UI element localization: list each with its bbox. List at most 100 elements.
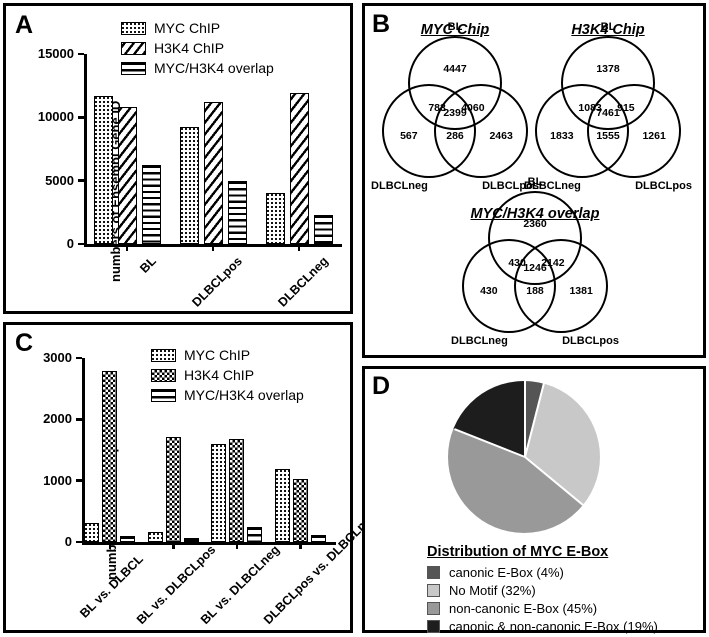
legend-swatch-icon [121,41,146,55]
pie-legend: Distribution of MYC E-Box canonic E-Box … [427,544,658,637]
venn-value-center: 7461 [596,107,620,120]
panel-a-label: A [15,11,34,39]
venn-value-left-right: 286 [446,129,464,142]
x-axis [82,542,336,545]
venn-circle-right [514,239,609,334]
bar-myc-chip-1 [179,126,199,244]
venn-value-right-only: 2463 [489,129,513,142]
venn-value-top-only: 4447 [443,63,467,76]
legend-swatch-icon [121,21,146,35]
bar-myc-chip-0 [93,95,113,244]
x-tick-label: DLBCLpos vs. DLBCLneg [261,508,380,627]
legend-item: H3K4 ChIP [121,40,274,56]
pie-legend-swatch-icon [427,584,440,597]
venn-label-top: BL [600,21,616,34]
y-tick [78,116,84,119]
venn-label-top: BL [527,176,543,189]
y-tick-label: 3000 [43,350,72,365]
legend-item: MYC/H3K4 overlap [121,60,274,76]
legend-label: MYC/H3K4 overlap [184,387,304,403]
y-tick [78,52,84,56]
venn-value-top-left: 1083 [578,102,602,115]
venn-value-center: 2399 [443,107,467,120]
x-tick [235,543,239,549]
bar-h3k4-chip-0 [102,370,118,542]
panel-c-legend: MYC ChIP H3K4 ChIP MYC/H3K4 overlap [151,347,304,407]
legend-swatch-icon [121,61,146,75]
y-tick-label: 0 [64,534,72,549]
legend-label: MYC ChIP [184,347,251,363]
pie-legend-label: canonic E-Box (4%) [449,565,564,580]
bar-myc-h3k4-overlap-2 [247,526,263,542]
venn-value-left-right: 188 [526,284,544,297]
x-tick-label: DLBCLpos [189,254,245,310]
y-tick [76,356,82,360]
venn-value-right-only: 1381 [569,284,593,297]
panel-c: C 0100020003000number of diff. ChIP peak… [3,322,380,633]
x-tick [299,543,302,549]
venn-value-left-right: 1555 [596,129,620,142]
y-tick [78,179,84,182]
y-tick-label: 0 [66,236,74,251]
bar-h3k4-chip-2 [229,438,245,542]
venn-value-top-right: 4060 [461,102,485,115]
panel-d: D Distribution of MYC E-Box canonic E-Bo… [362,366,706,634]
venn-value-top-left: 430 [508,257,526,270]
bar-h3k4-chip-1 [203,102,223,244]
x-tick [297,245,301,251]
bar-myc-h3k4-overlap-2 [313,214,333,244]
panel-b-label: B [372,10,391,38]
y-tick [78,242,84,246]
venn-label-right: DLBCLpos [482,180,539,193]
bar-myc-chip-3 [274,469,290,542]
y-tick [76,479,82,482]
venn-circle-right [587,84,682,179]
legend-item: H3K4 ChIP [151,367,304,383]
venn-value-left-only: 430 [480,284,498,297]
pie-separator [453,428,526,458]
venn-value-top-only: 2360 [523,218,547,231]
y-tick-label: 5000 [45,172,74,188]
panel-c-chart: 0100020003000number of diff. ChIP peaksB… [43,350,380,627]
venn-value-center: 1246 [523,262,547,275]
y-tick-label: 1000 [43,472,72,488]
bar-myc-h3k4-overlap-0 [141,165,161,244]
y-axis [82,358,85,543]
legend-label: MYC/H3K4 overlap [154,60,274,76]
pie-legend-swatch-icon [427,620,440,633]
pie-chart [448,381,600,533]
venn-label-right: DLBCLpos [562,335,619,348]
venn-circle-right [434,84,529,179]
pie-separator [524,383,545,458]
bar-myc-h3k4-overlap-1 [183,538,199,542]
x-tick [211,245,215,251]
venn-value-top-only: 1378 [596,63,620,76]
bar-h3k4-chip-0 [117,106,137,244]
venn-value-top-left: 783 [428,102,446,115]
bar-h3k4-chip-1 [165,436,181,542]
y-tick-label: 10000 [37,109,74,125]
pie-separator [524,456,585,507]
legend-swatch-icon [151,348,176,362]
y-axis [84,54,87,245]
pie-separator [524,381,526,457]
x-tick-label: DLBCLneg [275,254,331,310]
pie-legend-item: canonic & non-canonic E-Box (19%) [427,619,658,634]
venn-label-top: BL [447,21,463,34]
panel-d-label: D [372,372,391,400]
bar-myc-chip-1 [147,531,163,542]
venn-label-right: DLBCLpos [635,180,692,193]
bar-myc-chip-2 [211,443,227,542]
bar-myc-h3k4-overlap-3 [310,535,326,542]
y-tick-label: 15000 [37,46,74,61]
y-tick [76,418,82,421]
pie-legend-label: non-canonic E-Box (45%) [449,601,598,616]
venn-value-right-only: 1261 [642,129,666,142]
pie-legend-item: non-canonic E-Box (45%) [427,601,658,616]
venn-label-left: DLBCLneg [524,180,581,193]
bar-h3k4-chip-2 [289,92,309,244]
venn-value-top-right: 915 [617,102,635,115]
legend-label: MYC ChIP [154,20,221,36]
